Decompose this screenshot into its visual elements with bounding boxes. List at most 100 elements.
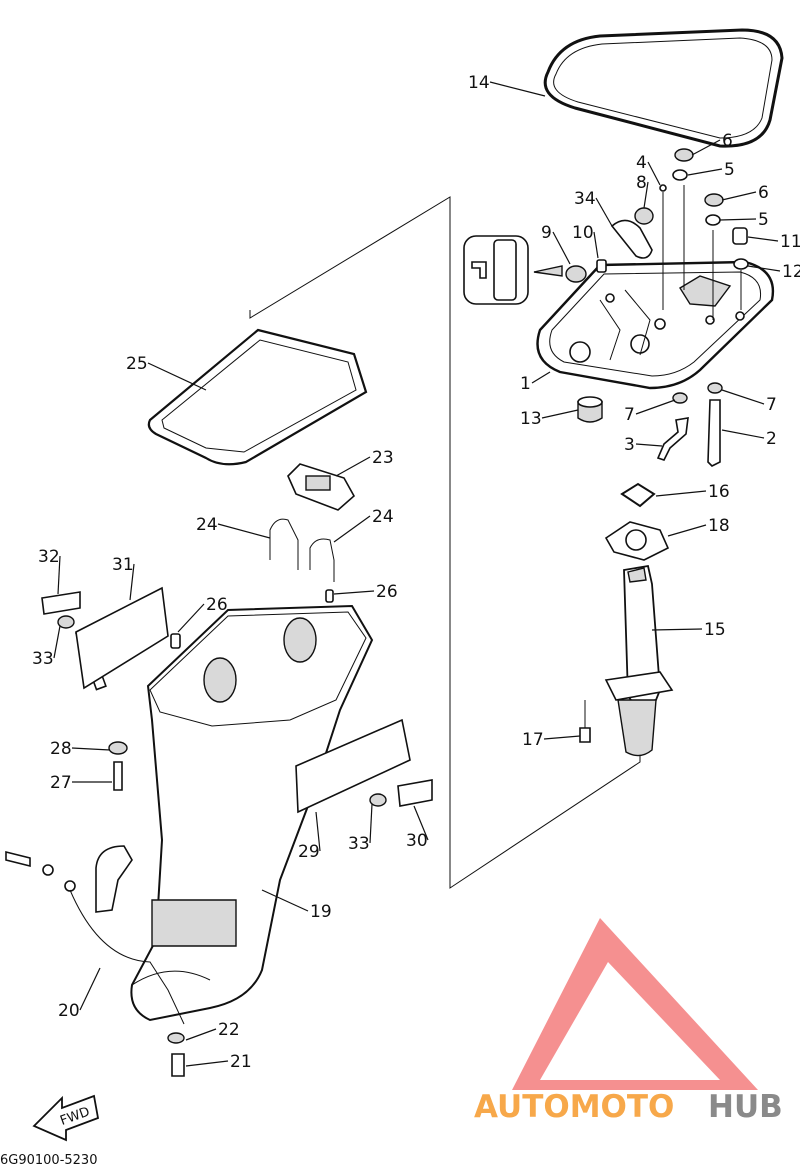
callout-21: 21	[230, 1052, 252, 1072]
upper-small-parts	[170, 463, 356, 649]
callout-6: 6	[758, 183, 769, 203]
callout-30: 30	[406, 831, 428, 851]
left-panel	[41, 586, 169, 690]
leader-10	[593, 231, 599, 259]
leader-13	[541, 409, 579, 419]
callout-5: 5	[758, 210, 769, 230]
diagram-code: 6G90100-5230	[0, 1153, 97, 1168]
leader-19	[261, 889, 309, 912]
watermark: AUTOMOTO HUB	[474, 918, 783, 1125]
leader-8	[643, 181, 649, 209]
leader-12	[747, 265, 781, 272]
callout-22: 22	[218, 1020, 240, 1040]
watermark-text-1: AUTOMOTO	[474, 1089, 674, 1125]
leader-21	[185, 1060, 229, 1067]
callout-25: 25	[126, 354, 148, 374]
leader-29	[315, 811, 321, 852]
right-panel	[295, 718, 433, 814]
callout-26: 26	[206, 595, 228, 615]
callout-23: 23	[372, 448, 394, 468]
callout-5: 5	[724, 160, 735, 180]
leader-31	[129, 563, 135, 601]
callout-9: 9	[541, 223, 552, 243]
leader-32	[57, 555, 61, 595]
callout-34: 34	[574, 189, 596, 209]
callout-27: 27	[50, 773, 72, 793]
leader-17	[543, 735, 581, 740]
callout-10: 10	[572, 223, 594, 243]
part-1-plate	[536, 260, 775, 390]
callout-19: 19	[310, 902, 332, 922]
callout-3: 3	[624, 435, 635, 455]
leader-5	[687, 168, 723, 176]
leader-34	[595, 197, 613, 227]
callout-28: 28	[50, 739, 72, 759]
leader-lines	[53, 81, 781, 1067]
callout-33: 33	[32, 649, 54, 669]
leader-6	[691, 139, 721, 156]
callout-24: 24	[372, 507, 394, 527]
leader-25	[147, 362, 207, 391]
detail-inset	[463, 235, 563, 305]
callout-4: 4	[636, 153, 647, 173]
leader-20	[79, 967, 101, 1011]
callout-11: 11	[780, 232, 800, 252]
fwd-arrow: FWD	[32, 1094, 100, 1142]
small-hardware-top	[565, 148, 749, 320]
leader-5	[719, 218, 757, 221]
callout-7: 7	[766, 395, 777, 415]
callout-15: 15	[704, 620, 726, 640]
left-fasteners	[108, 741, 128, 791]
callout-1: 1	[520, 374, 531, 394]
group-frame	[249, 196, 641, 889]
callout-6: 6	[722, 131, 733, 151]
part-14-seal	[543, 28, 784, 148]
watermark-text-2: HUB	[708, 1089, 783, 1125]
callout-33: 33	[348, 834, 370, 854]
leader-7	[721, 389, 765, 405]
leader-11	[747, 236, 779, 242]
leader-1	[531, 371, 551, 384]
callout-14: 14	[468, 73, 490, 93]
callout-16: 16	[708, 482, 730, 502]
callout-8: 8	[636, 173, 647, 193]
callout-13: 13	[520, 409, 542, 429]
leader-30	[413, 805, 429, 841]
leader-7	[635, 399, 676, 415]
leader-26	[333, 590, 375, 595]
leader-26	[177, 603, 205, 633]
leader-6	[721, 191, 757, 201]
leader-22	[185, 1028, 217, 1041]
exhaust-assembly	[579, 482, 674, 757]
leader-33	[53, 625, 61, 659]
callout-32: 32	[38, 547, 60, 567]
part-19-upper-casing	[74, 604, 374, 1022]
leader-18	[667, 524, 707, 537]
callout-12: 12	[782, 262, 800, 282]
callout-2: 2	[766, 429, 777, 449]
leader-23	[335, 456, 371, 477]
leader-4	[647, 161, 661, 186]
callout-24: 24	[196, 515, 218, 535]
leader-28	[71, 747, 111, 751]
callout-17: 17	[522, 730, 544, 750]
leader-24	[217, 523, 271, 539]
leader-3	[635, 443, 663, 447]
callout-26: 26	[376, 582, 398, 602]
callout-20: 20	[58, 1001, 80, 1021]
leader-2	[721, 429, 765, 439]
callout-7: 7	[624, 405, 635, 425]
leader-16	[655, 490, 707, 497]
leader-9	[552, 231, 571, 265]
part-25-gasket	[147, 328, 368, 466]
leader-15	[651, 628, 703, 631]
callout-29: 29	[298, 842, 320, 862]
callout-31: 31	[112, 555, 134, 575]
ground-lead	[5, 845, 185, 1077]
leader-33	[369, 803, 373, 844]
callout-18: 18	[708, 516, 730, 536]
small-hardware-under-plate	[577, 382, 723, 467]
watermark-logo	[512, 918, 758, 1090]
